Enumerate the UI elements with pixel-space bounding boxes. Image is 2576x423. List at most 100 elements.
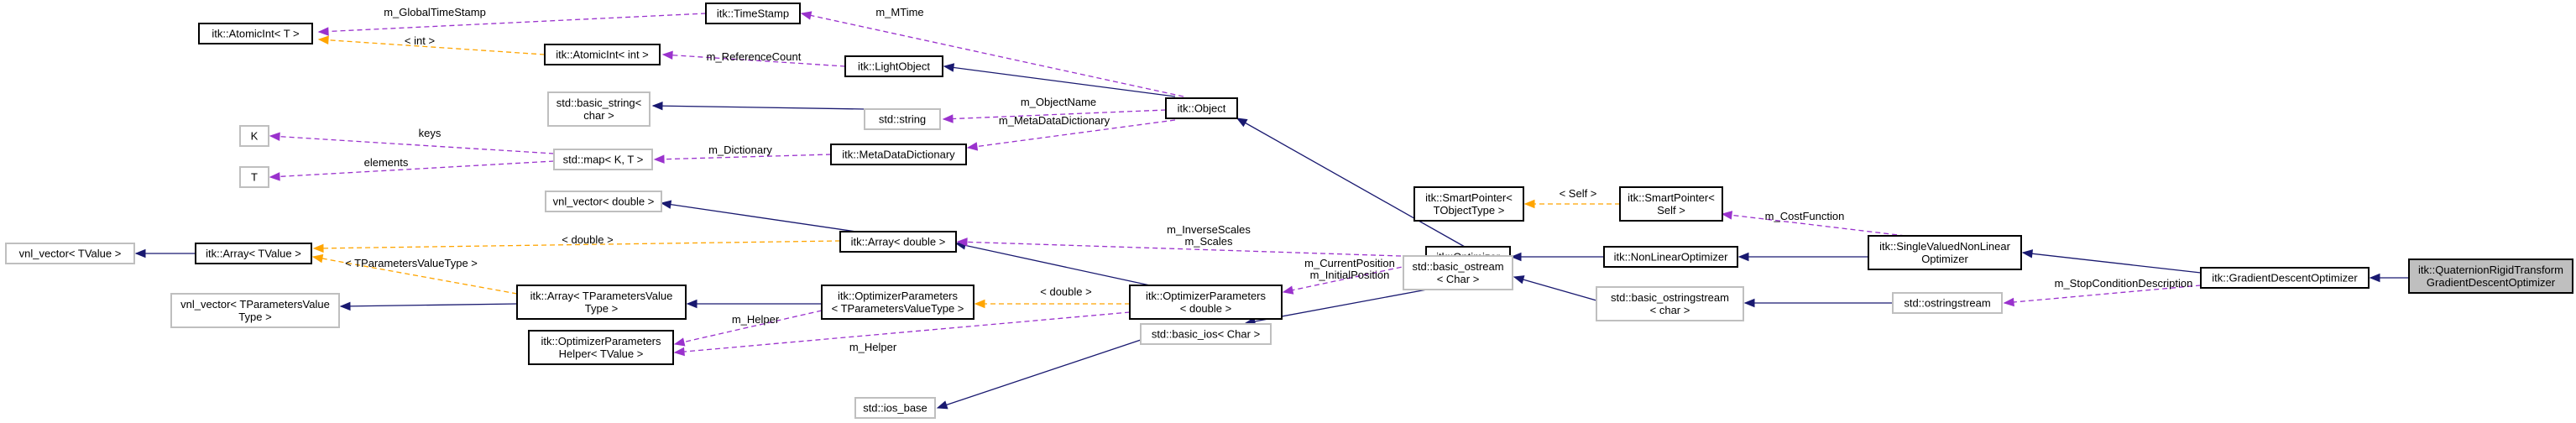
- arrowhead-icon: [312, 243, 324, 253]
- node-label: itk::SmartPointer<: [1425, 191, 1513, 204]
- node-box: [839, 231, 957, 253]
- edge-basic_ostringstream-basic_ostream: [1513, 275, 1597, 301]
- edge-line: [2004, 285, 2202, 304]
- node-box: [2408, 258, 2573, 294]
- node-label: itk::SmartPointer<: [1628, 191, 1715, 204]
- class-node-basic_ostringstream[interactable]: std::basic_ostringstream< char >: [1596, 286, 1744, 321]
- node-box: [1140, 323, 1272, 345]
- class-node-array_tvalue[interactable]: itk::Array< TValue >: [195, 243, 312, 264]
- arrowhead-icon: [1510, 252, 1522, 262]
- edge-line: [674, 311, 1131, 353]
- class-node-timestamp[interactable]: itk::TimeStamp: [705, 3, 801, 24]
- edge-label: elements: [364, 156, 409, 169]
- node-box: [1413, 186, 1524, 222]
- class-node-smartpointer_t[interactable]: itk::SmartPointer<TObjectType >: [1413, 186, 1524, 222]
- class-node-optparams_t[interactable]: itk::OptimizerParameters< TParametersVal…: [821, 285, 974, 320]
- arrowhead-icon: [317, 35, 329, 45]
- node-label: itk::OptimizerParameters: [541, 335, 661, 347]
- node-box: [1403, 255, 1513, 290]
- class-node-metadatadictionary[interactable]: itk::MetaDataDictionary: [830, 144, 967, 165]
- edge-array_tparams-array_tvalue: < TParametersValueType >: [311, 253, 518, 295]
- class-node-string[interactable]: std::string: [864, 108, 941, 130]
- node-label: itk::GradientDescentOptimizer: [2212, 272, 2358, 285]
- class-node-vnl_vector_tvalue[interactable]: vnl_vector< TValue >: [5, 243, 135, 264]
- edge-singlevalued-smartpointer_self: m_CostFunction: [1721, 210, 1906, 237]
- arrowhead-icon: [269, 172, 280, 181]
- node-label: < char >: [1650, 304, 1690, 316]
- node-label: std::ostringstream: [1904, 297, 1990, 310]
- edge-label: < int >: [405, 34, 435, 47]
- node-label: itk::Array< double >: [851, 236, 946, 248]
- class-node-quaternion[interactable]: itk::QuaternionRigidTransformGradientDes…: [2408, 258, 2573, 294]
- arrowhead-icon: [1737, 252, 1749, 262]
- node-box: [547, 91, 651, 127]
- arrowhead-icon: [660, 200, 672, 209]
- class-node-optparams_double[interactable]: itk::OptimizerParameters< double >: [1129, 285, 1283, 320]
- node-box: [5, 243, 135, 264]
- class-node-basic_ios[interactable]: std::basic_ios< Char >: [1140, 323, 1272, 345]
- class-node-basic_ostream[interactable]: std::basic_ostream< Char >: [1403, 255, 1513, 290]
- edge-optparams_double-optparams_t: < double >: [974, 285, 1130, 309]
- edge-lightobject-atomicint_int: m_ReferenceCount: [661, 50, 846, 67]
- class-node-object[interactable]: itk::Object: [1165, 97, 1238, 119]
- arrowhead-icon: [317, 27, 329, 36]
- class-node-lightobject[interactable]: itk::LightObject: [844, 55, 943, 77]
- class-node-nonlinear[interactable]: itk::NonLinearOptimizer: [1603, 246, 1738, 268]
- node-label: Optimizer: [1921, 253, 1968, 265]
- node-label: itk::Object: [1178, 102, 1226, 115]
- node-box: [516, 285, 687, 320]
- edge-line: [652, 105, 865, 110]
- arrowhead-icon: [2369, 273, 2380, 283]
- node-label: < TParametersValueType >: [832, 302, 964, 315]
- edge-label: m_ReferenceCount: [707, 50, 802, 63]
- edge-label: m_CostFunction: [1765, 210, 1845, 222]
- edge-optimizer-object: [1236, 118, 1466, 248]
- edge-line: [957, 241, 1427, 258]
- class-node-atomicint_int[interactable]: itk::AtomicInt< int >: [544, 44, 661, 65]
- arrowhead-icon: [339, 301, 351, 311]
- class-node-vnl_vector_tparams[interactable]: vnl_vector< TParametersValueType >: [170, 293, 340, 328]
- class-node-vnl_vector_double[interactable]: vnl_vector< double >: [545, 191, 662, 212]
- node-label: itk::Array< TParametersValue: [530, 290, 673, 302]
- class-node-ostringstream[interactable]: std::ostringstream: [1892, 292, 2003, 314]
- edge-basic_ios-ios_base: [936, 339, 1142, 410]
- edge-label: m_StopConditionDescription: [2055, 277, 2193, 290]
- class-node-gradientdescent[interactable]: itk::GradientDescentOptimizer: [2200, 267, 2370, 289]
- class-node-k[interactable]: K: [239, 125, 269, 147]
- edge-line: [312, 256, 518, 295]
- arrowhead-icon: [269, 132, 280, 141]
- node-label: itk::AtomicInt< int >: [556, 49, 649, 61]
- arrowhead-icon: [686, 299, 698, 309]
- node-label: std::basic_ostream: [1412, 260, 1503, 273]
- class-node-t[interactable]: T: [239, 166, 269, 188]
- edge-timestamp-atomicint_t: m_GlobalTimeStamp: [317, 6, 707, 36]
- edge-label: m_MetaDataDictionary: [999, 114, 1110, 127]
- node-label: char >: [583, 109, 614, 122]
- class-node-array_double[interactable]: itk::Array< double >: [839, 231, 957, 253]
- class-node-atomicint_t[interactable]: itk::AtomicInt< T >: [198, 23, 313, 44]
- edge-array_tvalue-vnl_vector_tvalue: [134, 248, 196, 258]
- arrowhead-icon: [2021, 249, 2034, 258]
- class-node-ios_base[interactable]: std::ios_base: [854, 397, 936, 419]
- class-node-array_tparams[interactable]: itk::Array< TParametersValueType >: [516, 285, 687, 320]
- edge-label: m_ObjectName: [1021, 96, 1096, 108]
- class-node-map[interactable]: std::map< K, T >: [553, 149, 653, 170]
- edge-optparams_t-optparams_helper: m_Helper: [673, 310, 823, 347]
- class-node-smartpointer_self[interactable]: itk::SmartPointer<Self >: [1619, 186, 1723, 222]
- edge-map-k: keys: [269, 127, 555, 154]
- node-box: [1129, 285, 1283, 320]
- arrowhead-icon: [661, 50, 673, 60]
- node-box: [1596, 286, 1744, 321]
- node-label: vnl_vector< TValue >: [19, 248, 122, 260]
- edge-line: [2022, 252, 2202, 274]
- arrowhead-icon: [1721, 211, 1733, 220]
- node-box: [239, 166, 269, 188]
- node-box: [1892, 292, 2003, 314]
- class-node-basic_string[interactable]: std::basic_string<char >: [547, 91, 651, 127]
- arrowhead-icon: [673, 337, 686, 347]
- node-label: std::ios_base: [863, 402, 927, 415]
- edge-line: [1283, 261, 1427, 293]
- node-label: itk::OptimizerParameters: [1146, 290, 1267, 302]
